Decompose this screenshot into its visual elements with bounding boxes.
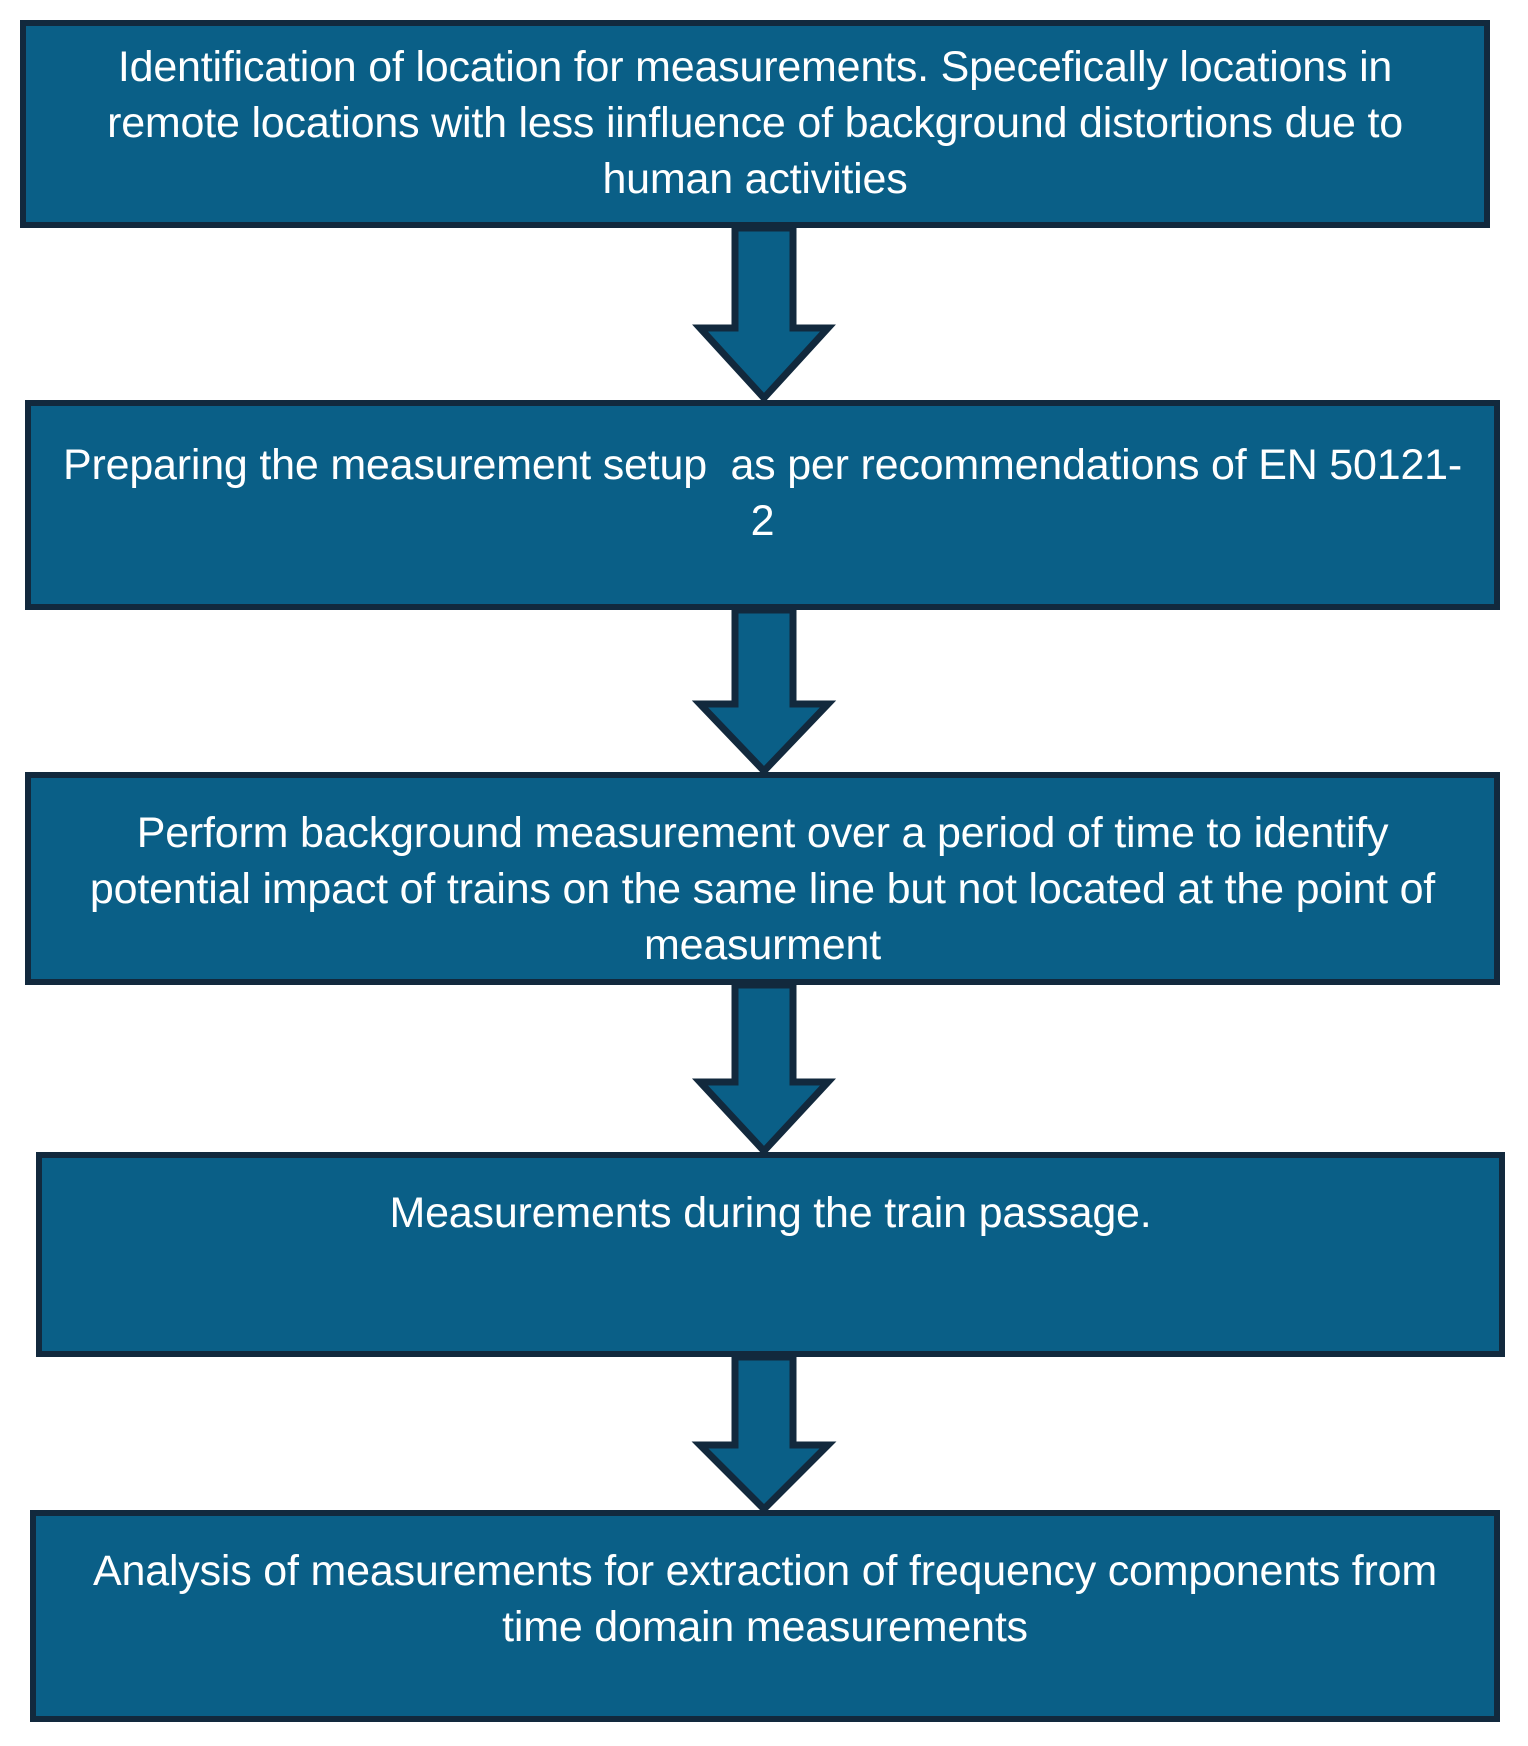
flowchart-node-3-label: Perform background measurement over a pe… xyxy=(89,809,1447,969)
flowchart-node-3: Perform background measurement over a pe… xyxy=(25,772,1500,985)
flowchart-node-4: Measurements during the train passage. xyxy=(36,1152,1505,1357)
flowchart-arrow-1-down-icon xyxy=(692,224,836,404)
flowchart-arrow-4-down-icon xyxy=(691,1353,837,1514)
flowchart-arrow-2-down-icon xyxy=(691,606,837,777)
flowchart-node-4-label: Measurements during the train passage. xyxy=(389,1189,1152,1237)
flowchart-node-2-label: Preparing the measurement setup as per r… xyxy=(63,441,1462,545)
flowchart-node-2: Preparing the measurement setup as per r… xyxy=(25,400,1500,610)
flowchart-node-1-label: Identification of location for measureme… xyxy=(107,43,1415,203)
flowchart-node-5: Analysis of measurements for extraction … xyxy=(30,1510,1500,1722)
flowchart-arrow-3-down-icon xyxy=(691,981,837,1157)
flowchart-node-5-label: Analysis of measurements for extraction … xyxy=(93,1547,1449,1651)
flowchart-node-1: Identification of location for measureme… xyxy=(20,20,1490,228)
